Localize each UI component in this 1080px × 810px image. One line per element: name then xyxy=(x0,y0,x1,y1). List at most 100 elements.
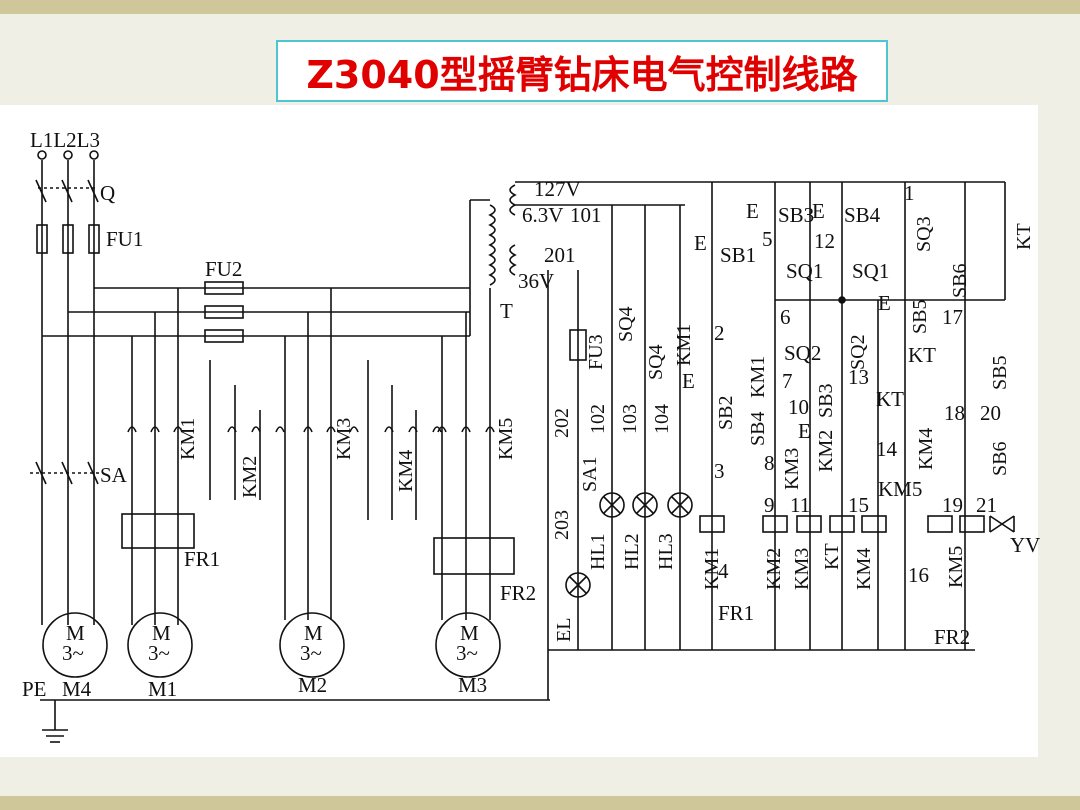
label-pe: PE xyxy=(22,677,47,701)
node-20: 20 xyxy=(980,401,1001,425)
label-hl1: HL1 xyxy=(587,533,609,570)
top-band xyxy=(0,0,1080,14)
label-m3: M3 xyxy=(458,673,487,697)
label-km4-coil: KM4 xyxy=(853,548,875,590)
wiring xyxy=(30,150,1015,743)
label-fr1-ctrl: FR1 xyxy=(718,601,754,625)
label-e-sb4: E xyxy=(812,199,825,223)
label-sq1-a: SQ1 xyxy=(786,259,823,283)
label-m4: M4 xyxy=(62,677,92,701)
node-2: 2 xyxy=(714,321,725,345)
main-contacts xyxy=(127,426,495,433)
label-127v: 127V xyxy=(534,177,581,201)
node-19: 19 xyxy=(942,493,963,517)
label-sb4: SB4 xyxy=(844,203,881,227)
label-sq1-b: SQ1 xyxy=(852,259,889,283)
page-title: Z3040型摇臂钻床电气控制线路 xyxy=(306,52,858,97)
node-1: 1 xyxy=(904,181,915,205)
label-102: 102 xyxy=(587,404,609,434)
label-km4: KM4 xyxy=(395,450,417,492)
label-101: 101 xyxy=(570,203,602,227)
motor-m4-phase: 3~ xyxy=(62,641,84,665)
node-8: 8 xyxy=(764,451,775,475)
label-sb4-km1: SB4 xyxy=(747,412,769,446)
label-yv: YV xyxy=(1010,533,1040,557)
label-sa1: SA1 xyxy=(579,456,601,492)
node-21: 21 xyxy=(976,493,997,517)
label-el: EL xyxy=(553,618,575,642)
label-e-sb4-2: E xyxy=(798,419,811,443)
label-q: Q xyxy=(100,181,115,205)
diagram-paper xyxy=(0,105,1038,757)
label-km4-ctrl: KM4 xyxy=(915,428,937,470)
node-14: 14 xyxy=(876,437,898,461)
label-fr1: FR1 xyxy=(184,547,220,571)
motor-m2-phase: 3~ xyxy=(300,641,322,665)
label-km1: KM1 xyxy=(177,418,199,460)
label-sq3: SQ3 xyxy=(913,216,935,252)
label-km5-ctrl: KM5 xyxy=(878,477,922,501)
label-e-sb5: E xyxy=(878,291,891,315)
label-6-3v: 6.3V xyxy=(522,203,563,227)
node-17: 17 xyxy=(942,305,963,329)
label-sb6-a: SB6 xyxy=(949,264,971,298)
label-hl2: HL2 xyxy=(621,533,643,570)
label-103: 103 xyxy=(619,404,641,434)
node-16: 16 xyxy=(908,563,929,587)
label-m2: M2 xyxy=(298,673,327,697)
motor-m1-m: M xyxy=(152,621,171,645)
label-sb1: SB1 xyxy=(720,243,756,267)
label-sq4-a: SQ4 xyxy=(615,306,637,342)
label-e-sb1: E xyxy=(694,231,707,255)
label-sb6-b: SB6 xyxy=(989,442,1011,476)
label-kt-coil: KT xyxy=(821,543,843,570)
label-km3-coil: KM3 xyxy=(791,548,813,590)
node-3: 3 xyxy=(714,459,725,483)
label-fr2-ctrl: FR2 xyxy=(934,625,970,649)
label-sb5-b: SB5 xyxy=(989,356,1011,390)
node-10: 10 xyxy=(788,395,809,419)
label-km2-coil: KM2 xyxy=(763,548,785,590)
label-kt-ctrl: KT xyxy=(908,343,936,367)
label-km1-coil: KM1 xyxy=(701,548,723,590)
bottom-band xyxy=(0,796,1080,810)
label-fu3: FU3 xyxy=(585,334,607,370)
label-e-sb3: E xyxy=(746,199,759,223)
node-13: 13 xyxy=(848,365,869,389)
label-l1l2l3: L1L2L3 xyxy=(30,128,100,152)
label-hl3: HL3 xyxy=(655,533,677,570)
label-km2-ctrl: KM2 xyxy=(815,430,837,472)
motor-m4-m: M xyxy=(66,621,85,645)
label-km1-ctrl: KM1 xyxy=(747,356,769,398)
label-kt-ctrl-2: KT xyxy=(876,387,904,411)
lamps xyxy=(565,492,693,598)
node-4: 4 xyxy=(718,559,729,583)
label-sb5-a: SB5 xyxy=(909,300,931,334)
label-202: 202 xyxy=(551,408,573,438)
node-18: 18 xyxy=(944,401,965,425)
node-6: 6 xyxy=(780,305,791,329)
node-7: 7 xyxy=(782,369,793,393)
label-sb3: SB3 xyxy=(778,203,814,227)
coils xyxy=(699,515,985,533)
node-15: 15 xyxy=(848,493,869,517)
label-t: T xyxy=(500,299,513,323)
label-km5-coil: KM5 xyxy=(945,546,967,588)
label-km2: KM2 xyxy=(239,456,261,498)
label-km5: KM5 xyxy=(495,418,517,460)
label-36v: 36V xyxy=(518,269,554,293)
label-sb3-ctrl: SB3 xyxy=(815,384,837,418)
motor-m2-m: M xyxy=(304,621,323,645)
label-sb2: SB2 xyxy=(715,396,737,430)
label-201: 201 xyxy=(544,243,576,267)
node-5: 5 xyxy=(762,227,773,251)
motor-m1-phase: 3~ xyxy=(148,641,170,665)
node-11: 11 xyxy=(790,493,810,517)
node-12: 12 xyxy=(814,229,835,253)
title-box: Z3040型摇臂钻床电气控制线路 xyxy=(276,40,888,102)
label-kt-top: KT xyxy=(1013,223,1035,250)
label-sa: SA xyxy=(100,463,128,487)
label-sq2: SQ2 xyxy=(784,341,821,365)
label-e-km1: E xyxy=(682,369,695,393)
